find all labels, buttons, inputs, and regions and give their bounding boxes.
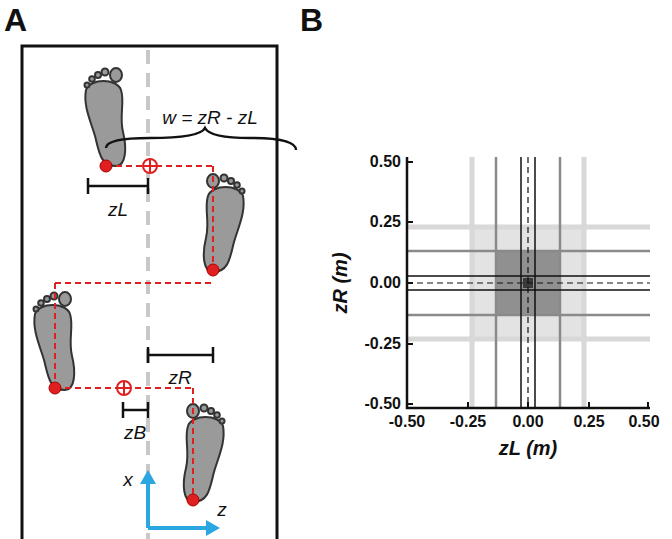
axis-title: zR (m) (330, 252, 350, 313)
dimension-label: zL (108, 200, 128, 219)
axis-title: zL (m) (499, 438, 558, 458)
left-foot (85, 68, 126, 166)
axis-letter: z (217, 500, 227, 519)
dimension-label: zB (124, 423, 146, 442)
plot-area (407, 157, 650, 408)
tick-label: 0.25 (370, 214, 401, 230)
tick-label: 0.25 (573, 414, 604, 430)
tick-label: -0.25 (450, 414, 486, 430)
tick-label: -0.50 (389, 414, 425, 430)
tick-label: -0.50 (365, 396, 401, 412)
right-foot (204, 174, 245, 272)
heel-dots (49, 160, 219, 506)
tick-label: 0.50 (370, 154, 401, 170)
panel-letter: A (4, 4, 27, 36)
panel-frame (22, 46, 277, 539)
construction-lines (55, 166, 213, 500)
dimension-bars (88, 128, 296, 418)
axis-letter: x (123, 470, 133, 489)
panel-letter: B (300, 4, 323, 36)
tick-label: 0.50 (628, 414, 659, 430)
dimension-label: zR (168, 368, 191, 387)
tick-label: -0.25 (365, 336, 401, 352)
centerline (146, 50, 150, 539)
dimension-label: w = zR - zL (162, 108, 258, 127)
coordinate-axes (140, 470, 220, 536)
midpoint-marks (117, 159, 157, 395)
tick-label: 0.00 (370, 275, 401, 291)
left-foot (34, 292, 75, 390)
right-foot (184, 404, 225, 502)
tick-label: 0.00 (512, 414, 543, 430)
